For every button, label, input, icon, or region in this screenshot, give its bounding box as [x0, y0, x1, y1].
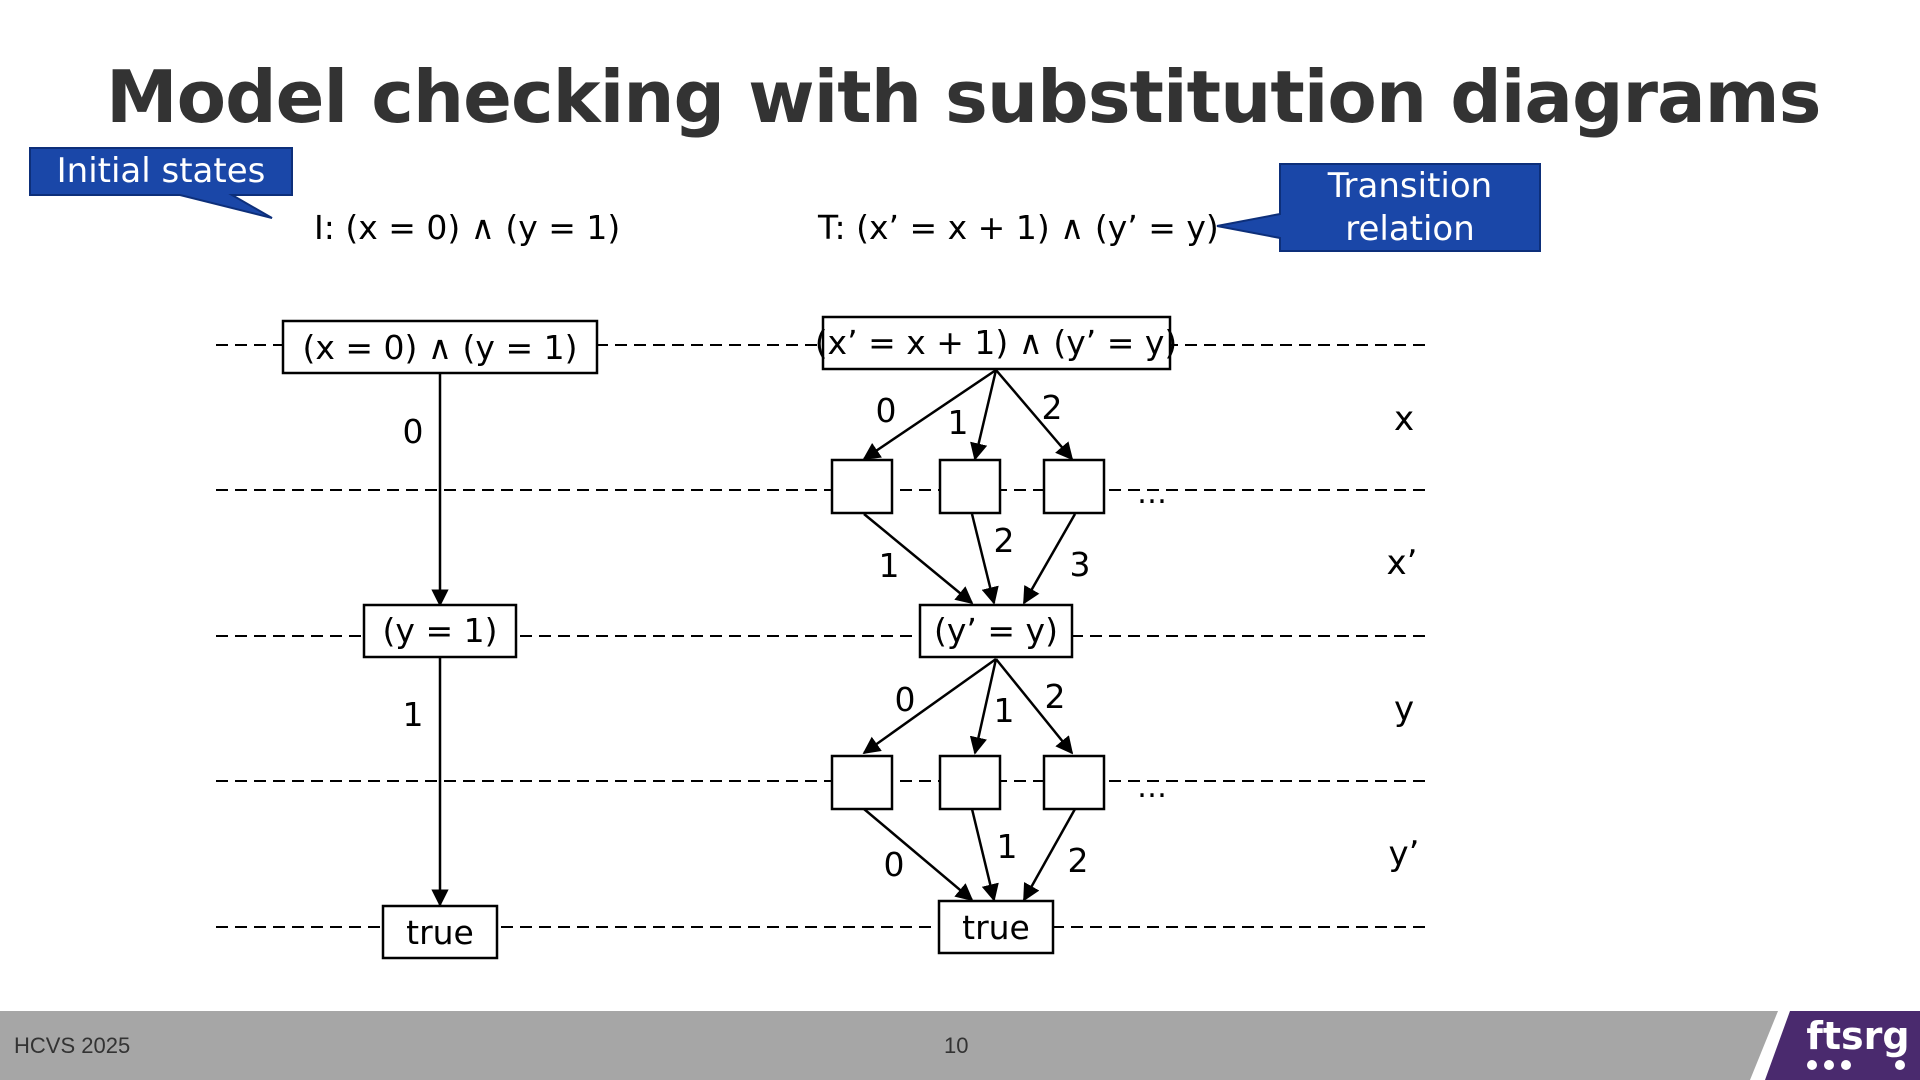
xprime-edge-label-2: 2: [994, 521, 1015, 560]
edges: [431, 368, 1077, 907]
footer-event: HCVS 2025: [14, 1033, 131, 1058]
x-value-node-1: [938, 458, 1002, 515]
yprime-edge-label-0: 0: [884, 845, 905, 884]
ftsrg-logo: ftsrg: [1750, 1011, 1920, 1080]
y-ellipsis: …: [1137, 770, 1167, 805]
left-edge-label-1: 1: [403, 695, 424, 734]
left-mid-node: [362, 603, 518, 659]
x-edge-label-0: 0: [876, 391, 897, 430]
right-root-node: [821, 315, 1172, 371]
footer: HCVS 2025 10 ftsrg: [0, 1011, 1920, 1080]
left-leaf-node: [381, 904, 499, 960]
transition-label-line1: Transition: [1327, 166, 1492, 206]
right-edge-yp2: [1022, 808, 1077, 902]
yprime-edge-label-1: 1: [997, 827, 1018, 866]
right-diagram: (x’ = x + 1) ∧ (y’ = y) … (y’ = y) … tru…: [815, 315, 1178, 955]
x-ellipsis: …: [1137, 476, 1167, 511]
left-diagram: (x = 0) ∧ (y = 1) (y = 1) true 0 1: [281, 319, 599, 960]
substitution-diagram: Initial states Transition relation I: (x…: [29, 147, 1541, 960]
xprime-edge-label-3: 3: [1070, 545, 1091, 584]
left-leaf-label: true: [406, 913, 474, 952]
var-label-y: y: [1394, 689, 1414, 729]
transition-label-line2: relation: [1345, 209, 1475, 249]
right-edge-x1: [970, 369, 998, 461]
transition-relation-callout: Transition relation: [1216, 163, 1541, 252]
right-edge-x0: [862, 368, 997, 461]
right-mid-node: [918, 603, 1074, 659]
x-value-node-0: [830, 458, 894, 515]
right-edge-yp1: [970, 808, 999, 902]
transition-formula: T: (x’ = x + 1) ∧ (y’ = y): [817, 208, 1219, 247]
var-label-yprime: y’: [1389, 834, 1420, 874]
yprime-edge-label-2: 2: [1068, 841, 1089, 880]
y-edge-label-0: 0: [895, 680, 916, 719]
right-leaf-label: true: [962, 908, 1030, 947]
y-value-node-2: [1042, 754, 1106, 811]
right-edge-xp3: [1022, 513, 1077, 605]
y-value-node-0: [830, 754, 894, 811]
right-edge-y0: [862, 657, 997, 755]
y-value-node-1: [938, 754, 1002, 811]
page-number: 10: [944, 1033, 969, 1058]
right-edge-y1: [969, 658, 998, 755]
var-label-x: x: [1394, 399, 1414, 439]
x-edge-label-2: 2: [1042, 388, 1063, 427]
initial-formula: I: (x = 0) ∧ (y = 1): [314, 208, 620, 247]
right-edge-y2: [995, 658, 1074, 755]
initial-states-callout: Initial states: [29, 147, 293, 219]
x-edge-label-1: 1: [948, 403, 969, 442]
right-leaf-node: [937, 899, 1055, 955]
left-root-label: (x = 0) ∧ (y = 1): [303, 328, 578, 367]
slide-title: Model checking with substitution diagram…: [106, 55, 1822, 139]
left-edge-label-0: 0: [403, 412, 424, 451]
var-label-xprime: x’: [1387, 543, 1418, 583]
x-value-node-2: [1042, 458, 1106, 515]
right-edge-yp0: [863, 808, 974, 902]
left-root-node: [281, 319, 599, 375]
level-lines: [216, 344, 1430, 928]
y-edge-label-1: 1: [994, 691, 1015, 730]
logo-text: ftsrg: [1806, 1014, 1909, 1058]
initial-states-label: Initial states: [57, 151, 266, 191]
right-root-label: (x’ = x + 1) ∧ (y’ = y): [815, 323, 1178, 362]
y-edge-label-2: 2: [1045, 677, 1066, 716]
right-edge-xp1: [863, 513, 974, 605]
xprime-edge-label-1: 1: [879, 546, 900, 585]
right-mid-label: (y’ = y): [934, 611, 1058, 650]
right-edge-xp2: [970, 513, 999, 605]
left-mid-label: (y = 1): [383, 611, 498, 650]
right-edge-x2: [995, 369, 1074, 461]
